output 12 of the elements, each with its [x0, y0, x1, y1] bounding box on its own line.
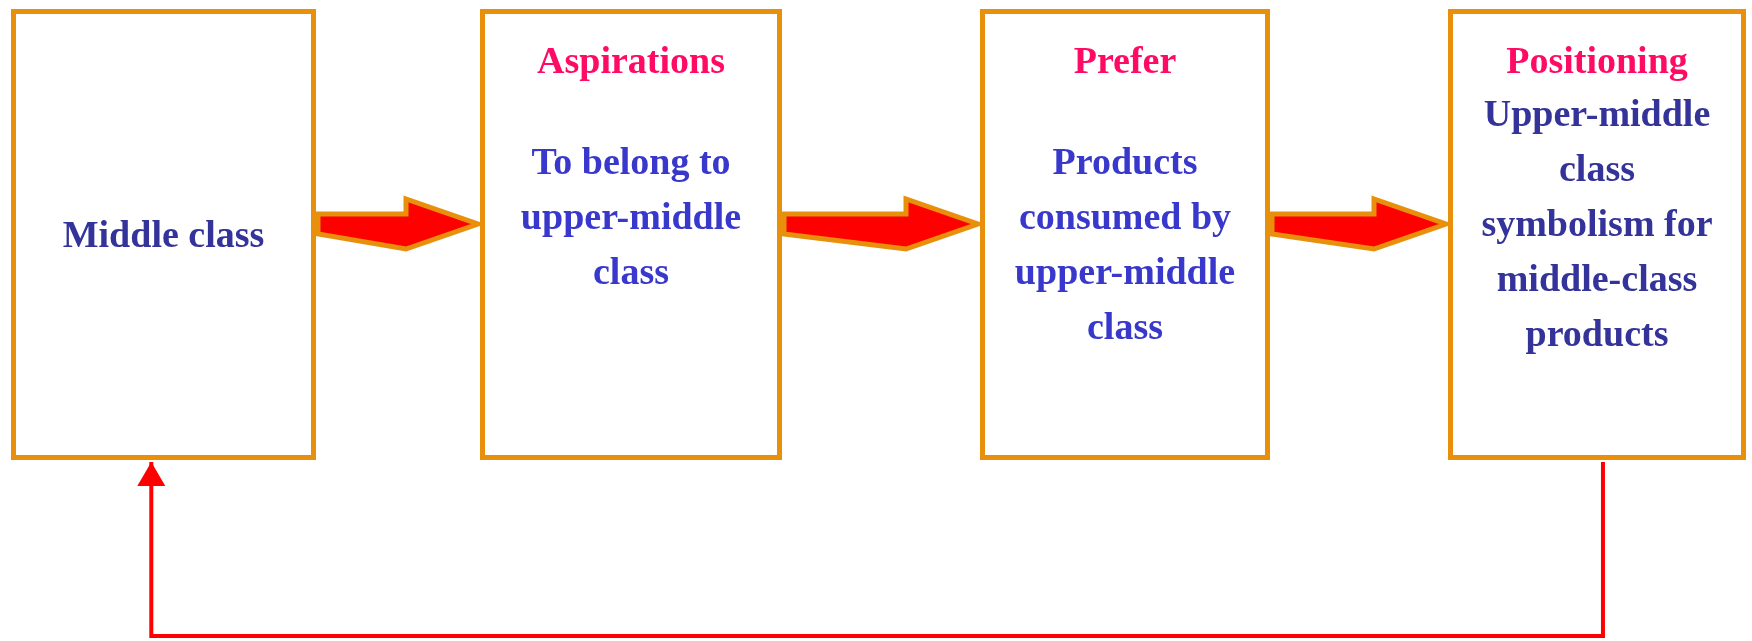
- process-box: [1448, 9, 1746, 460]
- process-box: [480, 9, 782, 460]
- process-box: [980, 9, 1270, 460]
- box-text: Upper-middle class symbolism for middle-class products: [1480, 90, 1714, 356]
- box-text: To belong to upper-middle class: [519, 138, 743, 294]
- box-text: Middle class: [62, 211, 265, 257]
- box-text: Products consumed by upper-middle class: [1013, 138, 1237, 349]
- box-heading: Aspirations: [537, 38, 725, 83]
- process-box: [11, 9, 316, 460]
- box-heading: Positioning: [1506, 38, 1688, 83]
- box-heading: Prefer: [1073, 38, 1177, 83]
- feedback-arrow: [137, 462, 1605, 638]
